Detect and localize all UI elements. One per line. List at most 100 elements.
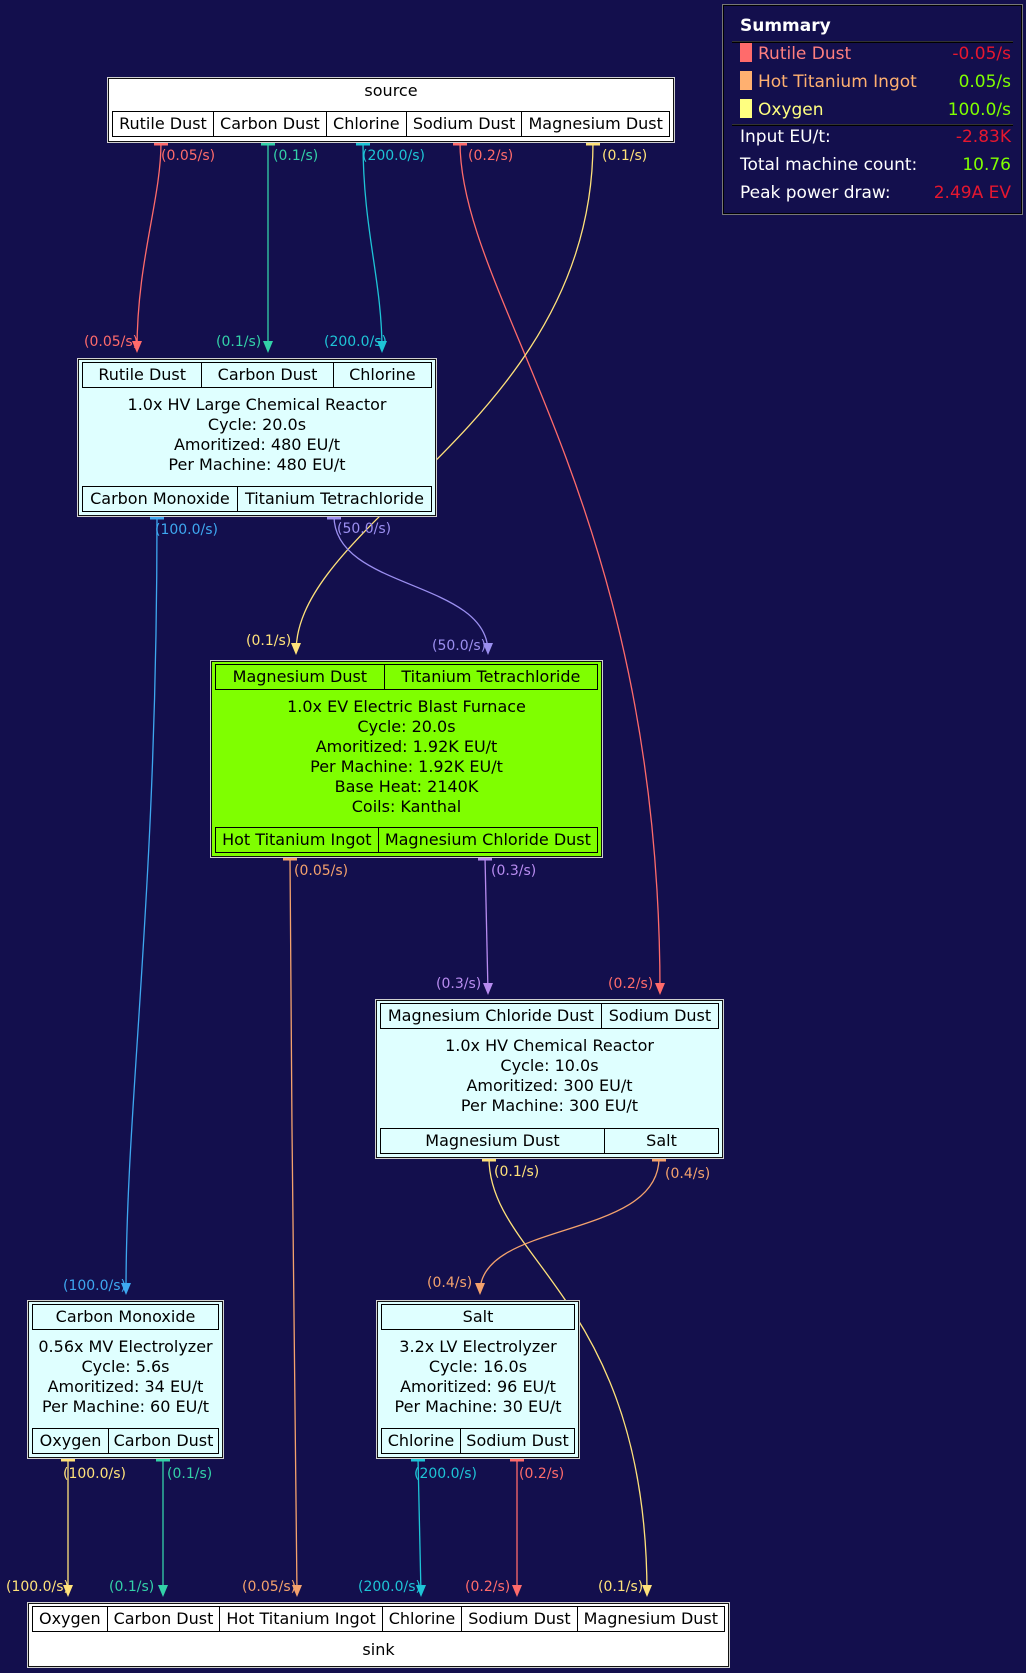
edge-label: (0.05/s) bbox=[84, 334, 139, 350]
peak-power-value: 2.49A EV bbox=[933, 183, 1011, 203]
lcr-node[interactable]: Rutile Dust Carbon Dust Chlorine 1.0x HV… bbox=[77, 358, 437, 517]
oxygen-value: 100.0/s bbox=[947, 100, 1011, 120]
lv-outputs: Chlorine Sodium Dust bbox=[381, 1428, 575, 1454]
src-rutile-to-lcr-arrowhead bbox=[132, 341, 142, 353]
rutile-value: -0.05/s bbox=[952, 44, 1011, 64]
mv-carbon-to-sink-arrowhead bbox=[158, 1585, 168, 1597]
ebf-out-mgcl[interactable]: Magnesium Chloride Dust bbox=[384, 830, 591, 849]
edge-label: (0.1/s) bbox=[216, 334, 262, 350]
lcr-in-chlorine[interactable]: Chlorine bbox=[349, 365, 416, 384]
ingot-swatch-icon bbox=[740, 71, 752, 90]
cr-title: 1.0x HV Chemical Reactor bbox=[445, 1036, 654, 1055]
cr-out-salt[interactable]: Salt bbox=[646, 1131, 677, 1150]
input-eu-label: Input EU/t: bbox=[740, 127, 831, 147]
edge-label: (0.1/s) bbox=[598, 1579, 644, 1595]
edge-label: (100.0/s) bbox=[155, 522, 219, 538]
oxygen-swatch-icon bbox=[740, 99, 752, 118]
lv-electrolyzer-node[interactable]: Salt 3.2x LV Electrolyzer Cycle: 16.0s A… bbox=[376, 1300, 580, 1459]
edge-label: (0.1/s) bbox=[602, 148, 648, 164]
summary-divider-top bbox=[732, 41, 1013, 43]
summary-divider-bottom bbox=[732, 124, 1013, 126]
summary-title: Summary bbox=[740, 16, 831, 36]
lv-inputs: Salt bbox=[381, 1304, 575, 1330]
ebf-node[interactable]: Magnesium Dust Titanium Tetrachloride 1.… bbox=[210, 660, 603, 858]
mv-out-carbon[interactable]: Carbon Dust bbox=[113, 1431, 214, 1450]
cr-outputs: Magnesium Dust Salt bbox=[380, 1128, 719, 1154]
lcr-out-co[interactable]: Carbon Monoxide bbox=[83, 487, 238, 511]
lv-title: 3.2x LV Electrolyzer bbox=[399, 1337, 557, 1356]
sink-chlorine-port[interactable]: Chlorine bbox=[383, 1607, 463, 1631]
src-sodium-to-cr-edge bbox=[459, 141, 661, 993]
edge-label: (100.0/s) bbox=[63, 1278, 127, 1294]
edge-label: (0.2/s) bbox=[465, 1579, 511, 1595]
ingot-value: 0.05/s bbox=[958, 72, 1011, 92]
src-rutile-to-lcr-edge bbox=[136, 141, 162, 351]
edge-label: (0.1/s) bbox=[273, 148, 319, 164]
edge-label: (0.2/s) bbox=[608, 976, 654, 992]
cr-out-magnesium[interactable]: Magnesium Dust bbox=[381, 1129, 605, 1153]
cr-in-sodium[interactable]: Sodium Dust bbox=[608, 1006, 712, 1025]
edge-label: (0.4/s) bbox=[665, 1166, 711, 1182]
ebf-in-ticl4[interactable]: Titanium Tetrachloride bbox=[401, 667, 581, 686]
input-eu-value: -2.83K bbox=[955, 127, 1011, 147]
lv-sodium-to-sink-arrowhead bbox=[512, 1585, 522, 1597]
cr-node[interactable]: Magnesium Chloride Dust Sodium Dust 1.0x… bbox=[375, 999, 724, 1159]
lcr-ticl4-to-ebf-edge bbox=[333, 515, 489, 653]
sink-oxygen-port[interactable]: Oxygen bbox=[33, 1607, 108, 1631]
mv-out-oxygen[interactable]: Oxygen bbox=[33, 1429, 109, 1453]
source-sodium-port[interactable]: Sodium Dust bbox=[407, 112, 523, 136]
mv-cycle: Cycle: 5.6s bbox=[81, 1357, 170, 1376]
summary-item-rutile: Rutile Dust -0.05/s bbox=[740, 42, 1011, 66]
cr-salt-to-lv-edge bbox=[479, 1157, 660, 1293]
lv-per-machine: Per Machine: 30 EU/t bbox=[394, 1397, 562, 1416]
source-carbon-port[interactable]: Carbon Dust bbox=[214, 112, 327, 136]
sink-sodium-port[interactable]: Sodium Dust bbox=[462, 1607, 578, 1631]
lv-amortized: Amoritized: 96 EU/t bbox=[400, 1377, 556, 1396]
lv-out-sodium[interactable]: Sodium Dust bbox=[466, 1431, 569, 1450]
edge-label: (0.3/s) bbox=[491, 863, 537, 879]
lcr-inputs: Rutile Dust Carbon Dust Chlorine bbox=[82, 362, 432, 388]
ebf-amortized: Amoritized: 1.92K EU/t bbox=[315, 737, 498, 756]
source-magnesium-port[interactable]: Magnesium Dust bbox=[528, 114, 663, 133]
sink-carbon-port[interactable]: Carbon Dust bbox=[108, 1607, 221, 1631]
edge-label: (50.0/s) bbox=[432, 638, 487, 654]
ebf-per-machine: Per Machine: 1.92K EU/t bbox=[310, 757, 503, 776]
mv-in-co[interactable]: Carbon Monoxide bbox=[55, 1307, 196, 1326]
sink-magnesium-port[interactable]: Magnesium Dust bbox=[583, 1609, 719, 1628]
lcr-out-ticl4[interactable]: Titanium Tetrachloride bbox=[244, 489, 424, 508]
sink-title: sink bbox=[362, 1640, 395, 1659]
lcr-in-rutile[interactable]: Rutile Dust bbox=[83, 363, 203, 387]
sink-ingot-port[interactable]: Hot Titanium Ingot bbox=[220, 1607, 383, 1631]
ebf-base-heat: Base Heat: 2140K bbox=[334, 777, 479, 796]
mv-oxygen-to-sink-arrowhead bbox=[63, 1585, 73, 1597]
ebf-out-ingot[interactable]: Hot Titanium Ingot bbox=[216, 828, 379, 852]
ebf-in-magnesium[interactable]: Magnesium Dust bbox=[216, 665, 385, 689]
edge-label: (0.1/s) bbox=[167, 1466, 213, 1482]
ebf-ingot-to-sink-edge bbox=[289, 856, 298, 1595]
cr-in-mgcl[interactable]: Magnesium Chloride Dust bbox=[381, 1004, 602, 1028]
source-chlorine-port[interactable]: Chlorine bbox=[327, 112, 407, 136]
ebf-coils: Coils: Kanthal bbox=[351, 797, 462, 816]
sink-node: Oxygen Carbon Dust Hot Titanium Ingot Ch… bbox=[27, 1602, 730, 1668]
edge-label: (200.0/s) bbox=[414, 1466, 478, 1482]
peak-power-label: Peak power draw: bbox=[740, 183, 891, 203]
ebf-mgcl-to-cr-edge bbox=[484, 856, 489, 993]
cr-salt-to-lv-arrowhead bbox=[475, 1283, 485, 1295]
lcr-in-carbon[interactable]: Carbon Dust bbox=[202, 363, 334, 387]
edge-label: (100.0/s) bbox=[63, 1466, 127, 1482]
src-magnesium-to-ebf-arrowhead bbox=[291, 643, 301, 655]
lcr-outputs: Carbon Monoxide Titanium Tetrachloride bbox=[82, 486, 432, 512]
mv-electrolyzer-node[interactable]: Carbon Monoxide 0.56x MV Electrolyzer Cy… bbox=[27, 1300, 224, 1459]
cr-inputs: Magnesium Chloride Dust Sodium Dust bbox=[380, 1003, 719, 1029]
summary-item-oxygen: Oxygen 100.0/s bbox=[740, 98, 1011, 122]
mv-info: 0.56x MV Electrolyzer Cycle: 5.6s Amorit… bbox=[29, 1337, 222, 1417]
cr-amortized: Amoritized: 300 EU/t bbox=[466, 1076, 633, 1095]
ebf-title: 1.0x EV Electric Blast Furnace bbox=[287, 697, 526, 716]
src-chlorine-to-lcr-edge bbox=[362, 141, 383, 351]
source-rutile-port[interactable]: Rutile Dust bbox=[113, 112, 214, 136]
lv-out-chlorine[interactable]: Chlorine bbox=[382, 1429, 461, 1453]
summary-item-ingot: Hot Titanium Ingot 0.05/s bbox=[740, 70, 1011, 94]
mv-amortized: Amoritized: 34 EU/t bbox=[47, 1377, 204, 1396]
src-sodium-to-cr-arrowhead bbox=[655, 983, 665, 995]
lv-in-salt[interactable]: Salt bbox=[462, 1307, 494, 1326]
